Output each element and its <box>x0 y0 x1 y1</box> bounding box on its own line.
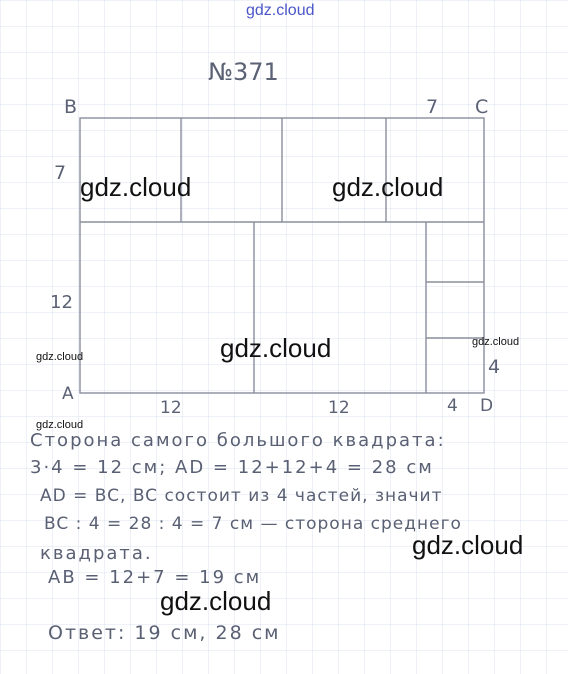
watermark-4: gdz.cloud <box>36 351 84 363</box>
solution-line-3: AD = BC, BC состоит из 4 частей, значит <box>40 486 443 506</box>
site-header-link[interactable]: gdz.cloud <box>246 2 315 19</box>
watermark-5: gdz.cloud <box>472 336 520 348</box>
solution-line-2: 3·4 = 12 см; AD = 12+12+4 = 28 см <box>30 457 434 478</box>
watermark-6: gdz.cloud <box>36 419 84 431</box>
solution-line-6: AB = 12+7 = 19 см <box>48 567 262 588</box>
solution-line-1: Сторона самого большого квадрата: <box>30 430 446 451</box>
top-side-label: 7 <box>426 96 439 118</box>
right-side-label-4: 4 <box>488 356 501 378</box>
bottom-label-12-a: 12 <box>160 398 182 418</box>
left-side-label-7: 7 <box>54 162 67 184</box>
watermark-8: gdz.cloud <box>160 586 272 616</box>
solution-line-4: BC : 4 = 28 : 4 = 7 см — сторона среднег… <box>44 514 462 534</box>
left-side-label-12: 12 <box>50 292 73 313</box>
vertex-a-label: A <box>62 384 74 404</box>
watermark-1: gdz.cloud <box>80 172 192 202</box>
vertex-c-label: C <box>475 96 489 118</box>
watermark-3: gdz.cloud <box>220 333 332 363</box>
bottom-label-12-b: 12 <box>328 398 350 418</box>
problem-number: №371 <box>208 58 279 86</box>
solution-line-5: квадрата. <box>40 543 153 564</box>
bottom-label-4: 4 <box>447 396 458 416</box>
watermark-2: gdz.cloud <box>332 172 444 202</box>
vertex-d-label: D <box>480 396 494 416</box>
answer-line: Ответ: 19 см, 28 см <box>48 622 281 644</box>
watermark-7: gdz.cloud <box>412 530 524 560</box>
vertex-b-label: B <box>64 96 78 118</box>
